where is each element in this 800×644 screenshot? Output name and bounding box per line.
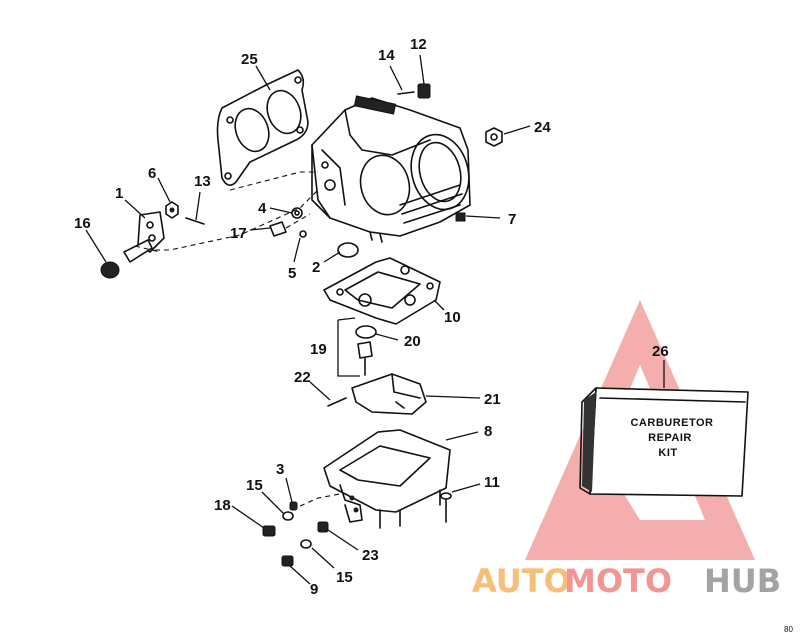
callout-4: 4 <box>258 200 267 217</box>
callout-25: 25 <box>241 51 258 68</box>
assembly-lines <box>134 171 319 253</box>
part-16-cap <box>100 261 120 279</box>
assembly-line-drain <box>299 493 341 507</box>
callout-23: 23 <box>362 547 379 564</box>
callout-5: 5 <box>288 265 296 282</box>
callout-22: 22 <box>294 369 311 386</box>
part-8-float-bowl <box>323 429 451 529</box>
part-11-bolt <box>440 492 452 523</box>
part-20-needle-seat-washer <box>355 325 377 339</box>
kit-label-line3: KIT <box>658 447 677 459</box>
callout-26: 26 <box>652 343 669 360</box>
callout-3: 3 <box>276 461 284 478</box>
callout-2: 2 <box>312 259 320 276</box>
part-14-pin <box>397 91 415 95</box>
carburetor-body <box>311 95 471 243</box>
watermark-hub: HUB <box>704 562 781 600</box>
callout-21: 21 <box>484 391 501 408</box>
kit-label-line2: REPAIR <box>648 432 692 444</box>
watermark-auto: AUTO <box>472 562 571 600</box>
callout-1: 1 <box>115 185 123 202</box>
part-1-throttle-lever <box>123 211 165 263</box>
callout-15-top: 15 <box>246 477 263 494</box>
part-7-screw <box>455 212 466 222</box>
part-13-pin <box>185 217 205 225</box>
callout-24: 24 <box>534 119 551 136</box>
part-22-pin <box>327 397 347 407</box>
callout-8: 8 <box>484 423 492 440</box>
callout-7: 7 <box>508 211 516 228</box>
callout-16: 16 <box>74 215 91 232</box>
part-24-nut <box>485 127 503 147</box>
part-21-float <box>351 373 427 415</box>
callout-18: 18 <box>214 497 231 514</box>
watermark-moto: MOTO <box>564 562 672 600</box>
callout-20: 20 <box>404 333 421 350</box>
callout-13: 13 <box>194 173 211 190</box>
callout-12: 12 <box>410 36 427 53</box>
part-5-ball <box>299 230 307 238</box>
callout-14: 14 <box>378 47 395 64</box>
part-6-nut <box>165 201 179 219</box>
part-12-screw <box>417 83 431 99</box>
part-23-jet <box>317 521 329 533</box>
callout-11: 11 <box>484 474 500 491</box>
callout-10: 10 <box>444 309 461 326</box>
part-4-washer <box>291 207 303 219</box>
part-3-screw <box>289 501 298 511</box>
part-19-needle-valve <box>337 317 373 377</box>
part-26-repair-kit-box: CARBURETOR REPAIR KIT <box>579 387 749 497</box>
leader-lines <box>85 54 665 585</box>
part-25-flange-gasket <box>216 69 309 186</box>
corner-code: 80 <box>784 625 793 634</box>
part-17-plug <box>269 221 287 237</box>
part-15-washer-top <box>282 511 294 521</box>
part-15-washer-bottom <box>300 539 312 549</box>
callout-9: 9 <box>310 581 318 598</box>
callout-15-bottom: 15 <box>336 569 353 586</box>
part-18-plug <box>262 525 276 537</box>
part-9-plug <box>281 555 294 567</box>
callout-numbers: 1 2 3 4 5 6 7 8 9 10 11 12 13 14 15 15 1… <box>74 36 669 598</box>
callout-6: 6 <box>148 165 156 182</box>
callout-17: 17 <box>230 225 247 242</box>
part-10-bowl-gasket <box>323 257 441 325</box>
kit-label-line1: CARBURETOR <box>630 417 713 429</box>
part-2-o-ring <box>337 242 359 258</box>
callout-19: 19 <box>310 341 327 358</box>
watermark-wordmark: AUTO MOTO HUB <box>472 562 781 600</box>
